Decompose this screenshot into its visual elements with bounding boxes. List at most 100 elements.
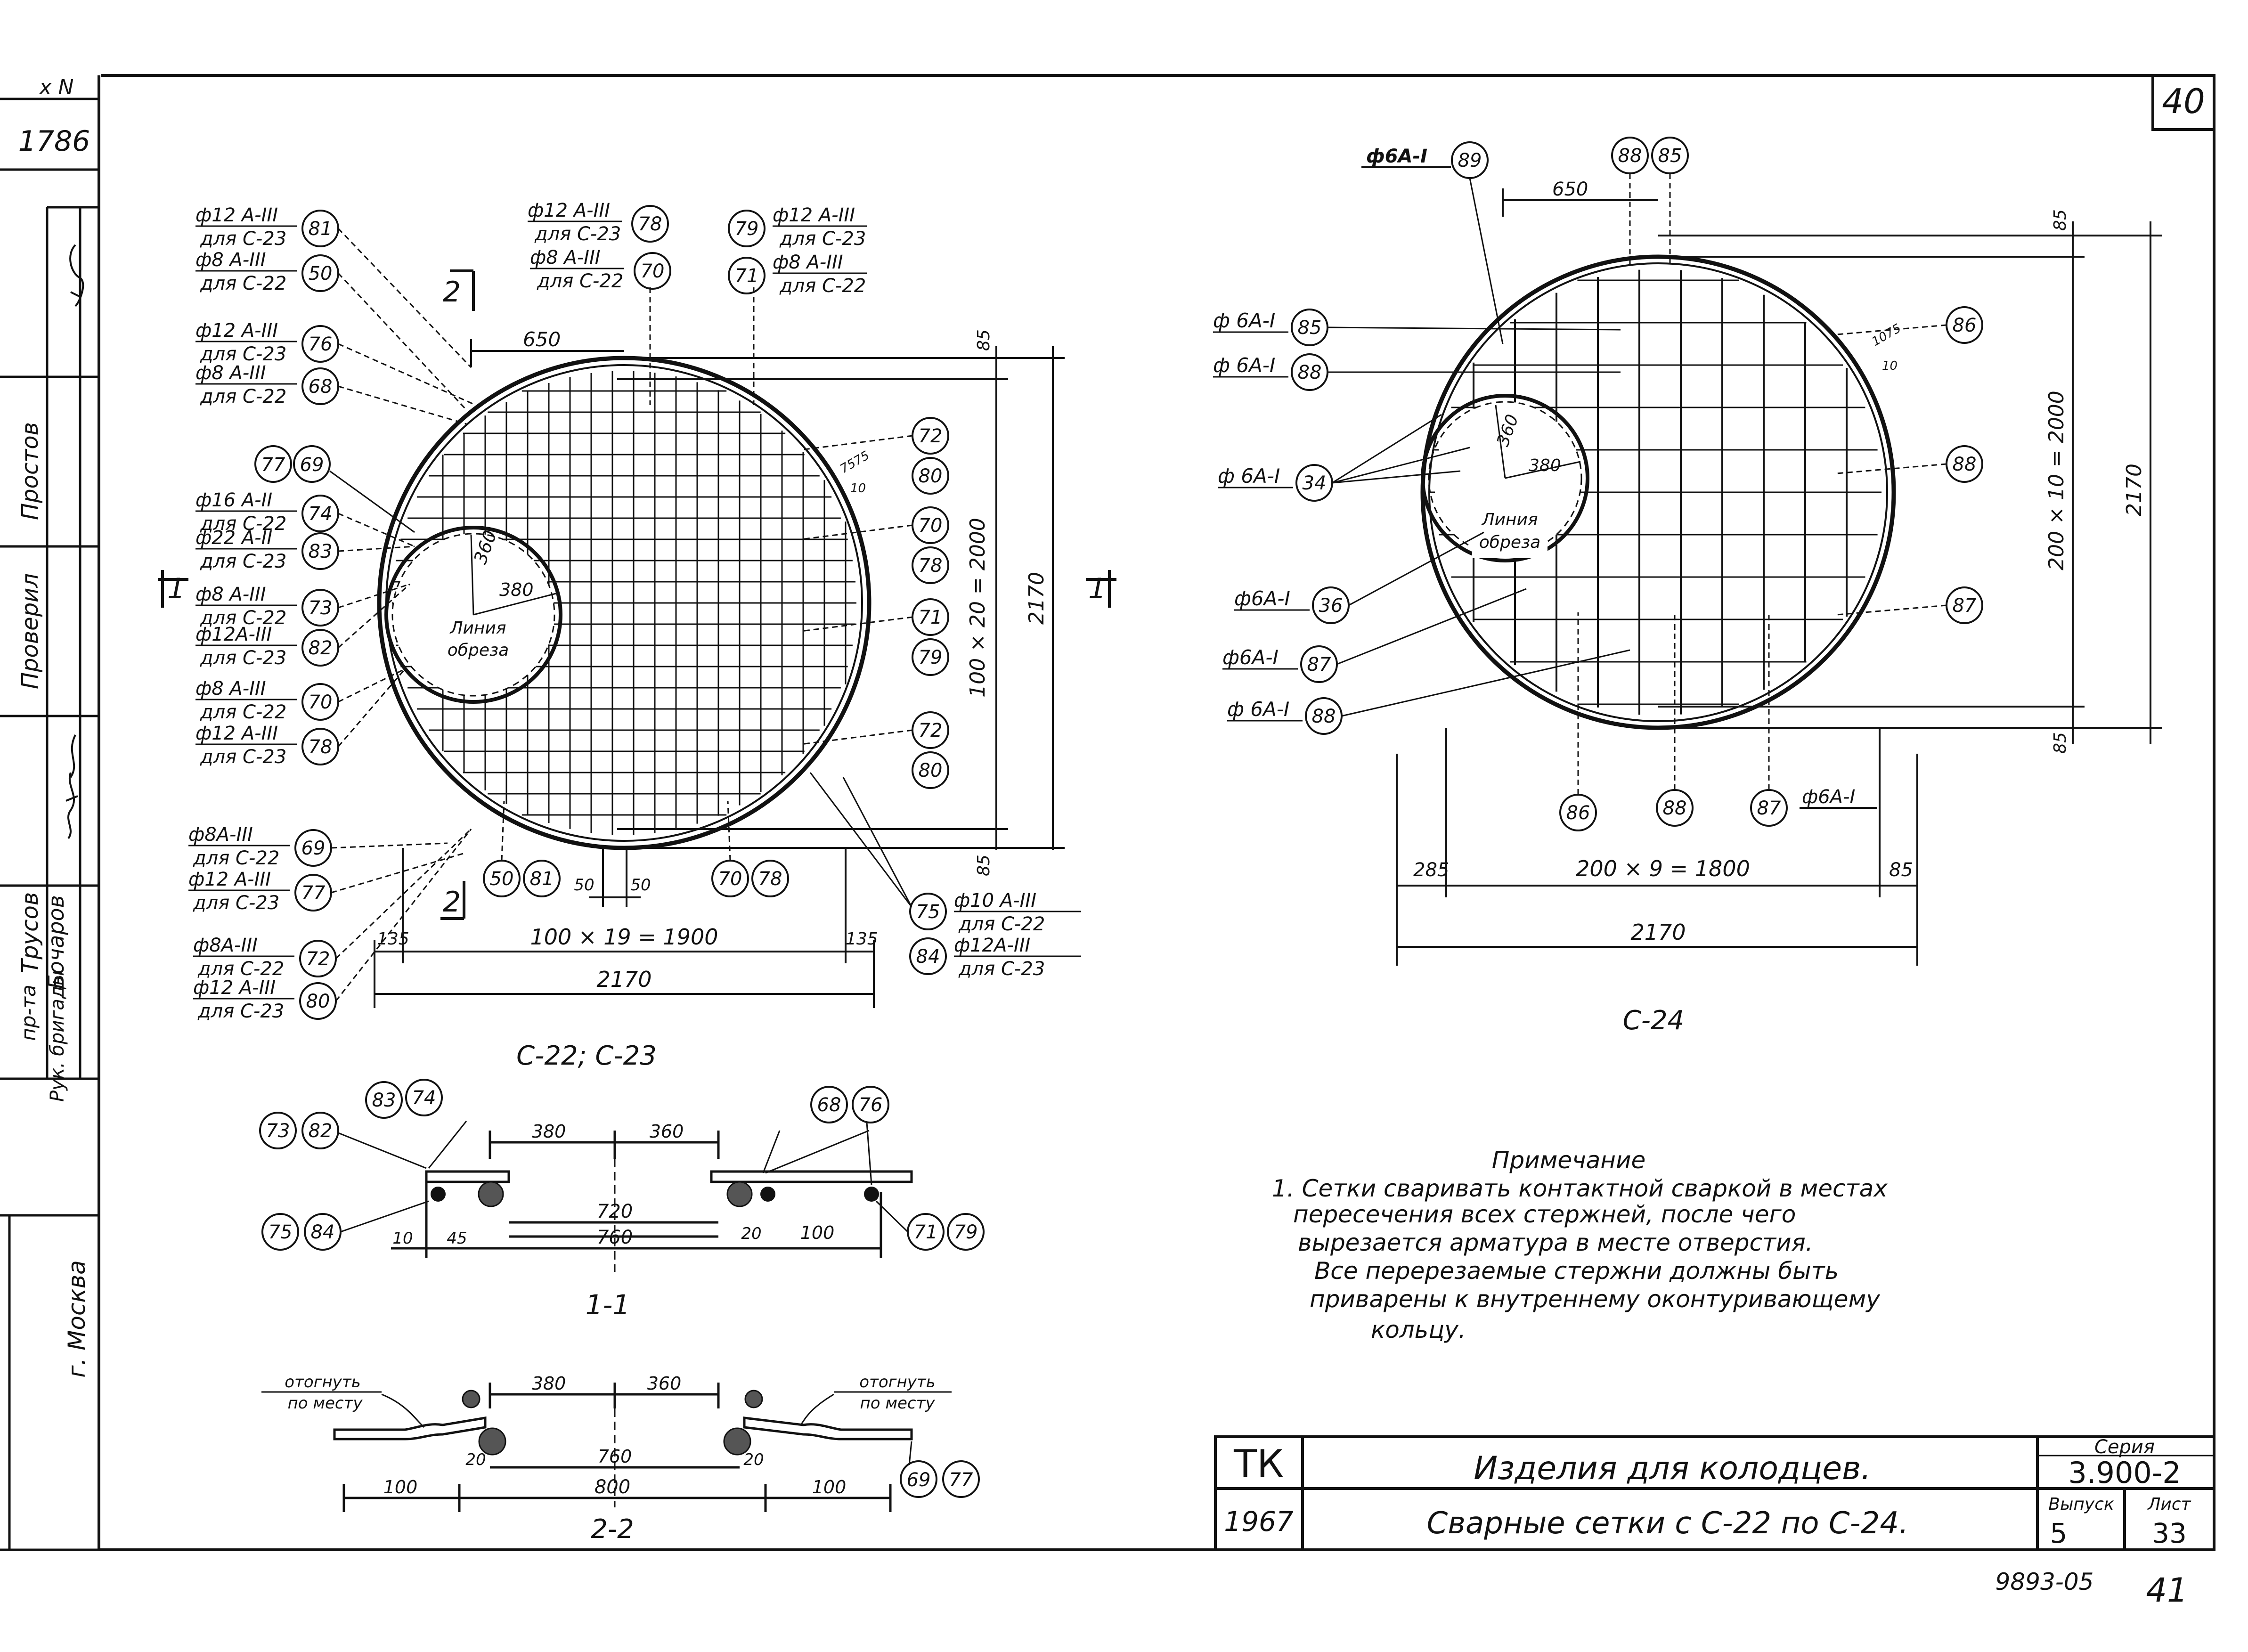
c24-corner-note-2: 10 — [1882, 359, 1898, 373]
c22-left-label-2-use: для С-23 — [200, 343, 286, 365]
archive-number: 1786 — [18, 125, 90, 158]
c22-left-label-7-spec: ф12А-III — [195, 624, 272, 645]
s11-num-lt-0-circle — [365, 1081, 403, 1119]
c22-left-label-10-spec: ф8А-III — [188, 824, 253, 846]
c22-left-label-6-spec: ф8 А-III — [195, 584, 266, 605]
s22-dim-800: 800 — [595, 1476, 630, 1498]
c22-top-label-1-num-circle — [634, 252, 671, 290]
signatures — [65, 244, 84, 839]
c24-corner-note-1: 1075 — [1870, 321, 1904, 349]
c22-left-label-3-use: для С-22 — [200, 386, 286, 407]
tb-title: Изделия для колодцев. — [1474, 1450, 1871, 1487]
tb-sheet-label: Лист — [2147, 1495, 2191, 1514]
s11-num-lt-1: 74 — [412, 1087, 436, 1109]
s11-num-rb-0: 71 — [914, 1221, 938, 1243]
c22-right-num-2: 70 — [919, 515, 943, 537]
c24-dim-bottom-total: 2170 — [1630, 920, 1686, 945]
s11-dim-100: 100 — [800, 1222, 835, 1243]
s11-dim-45: 45 — [447, 1229, 467, 1248]
c22-left-label-12-num: 72 — [306, 948, 330, 970]
c22-caption: С-22; С-23 — [516, 1041, 657, 1071]
c22-right-num-7: 80 — [919, 760, 943, 781]
c22-dim-85-bottom: 85 — [974, 854, 994, 876]
c24-top-num-0: 89 — [1458, 150, 1482, 171]
s11-dim-10: 10 — [392, 1229, 413, 1248]
c24-grid — [1430, 269, 1881, 715]
c22-top-label-2-num-circle — [728, 210, 766, 247]
tb-org: ТК — [1233, 1442, 1284, 1486]
stamp-row-3: Трусов — [17, 892, 43, 973]
s22-bend-label-1-left: отогнуть — [285, 1373, 360, 1392]
c24-left-label-0-num: 85 — [1298, 317, 1322, 339]
c24-dim-bottom-85: 85 — [1889, 859, 1913, 881]
stamp-row-6: г. Москва — [63, 1260, 90, 1378]
c22-br-label-0-num: 75 — [916, 901, 940, 923]
c22-dim-85-top: 85 — [974, 329, 994, 351]
c24-dim-bottom-grid: 200 × 9 = 1800 — [1576, 856, 1750, 881]
c22-left-label-4-use: для С-22 — [200, 513, 286, 535]
c22-left-label-13-spec: ф12 А-III — [193, 977, 276, 999]
c24-left-label-4-num: 87 — [1307, 654, 1331, 675]
c22-top-label-2-num: 79 — [735, 218, 759, 240]
c24-left-label-2-num: 34 — [1303, 472, 1327, 494]
c22-top-label-3-num: 71 — [735, 265, 759, 287]
c22-pair-left: 77 69 — [254, 445, 415, 533]
c22-right-num-6: 72 — [919, 720, 943, 741]
c22-left-label-13-num: 80 — [306, 991, 330, 1012]
c24-caption: С-24 — [1623, 1005, 1685, 1036]
s11-dim-760: 760 — [597, 1227, 633, 1248]
c24-left-label-0-spec: ф 6А-I — [1213, 309, 1275, 332]
c22-right-num-7-circle — [912, 751, 949, 789]
c24-right-num-0: 86 — [1953, 315, 1977, 336]
c22-corner-note-2: 10 — [850, 481, 866, 496]
tb-issue-value: 5 — [2050, 1517, 2068, 1549]
c22-left-label-1-use: для С-22 — [200, 273, 286, 294]
c22-bottom-num-3-circle — [751, 860, 789, 897]
note-line-2: вырезается арматура в месте отверстия. — [1298, 1229, 1813, 1256]
c22-left-label-2-num: 76 — [309, 334, 333, 355]
stamp-row-1: Проверил — [17, 573, 43, 689]
c24-bottom-num-0: 86 — [1566, 802, 1590, 824]
c22-left-label-11-use: для С-23 — [193, 892, 279, 914]
c22-left-label-12-spec: ф8А-III — [193, 935, 258, 956]
c22-dim-top-650: 650 — [523, 328, 561, 351]
c22-dim-50a: 50 — [574, 876, 594, 895]
s11-num-rb-1: 79 — [954, 1221, 978, 1243]
bottom-handwritten: 41 — [2146, 1571, 2188, 1610]
c22-left-label-8-use: для С-22 — [200, 701, 286, 723]
tb-sheet-value: 33 — [2152, 1517, 2187, 1549]
c22-left-label-1-spec: ф8 А-III — [195, 249, 266, 271]
c22-grid — [392, 371, 856, 835]
c22-left-label-5-use: для С-23 — [200, 551, 286, 572]
c22-section-mark-1-left: 1 — [167, 572, 185, 605]
s11-dim-20: 20 — [741, 1224, 761, 1243]
c22-dim-vertical-total: 2170 — [1025, 572, 1049, 625]
c24-bottom-label: ф6А-I — [1802, 786, 1855, 808]
c22-top-label-1-spec: ф8 А-III — [530, 247, 601, 269]
c22-hole-label-1: Линия — [449, 618, 506, 638]
c22-top-label-0-num-circle — [631, 205, 669, 243]
c22-left-label-9-spec: ф12 А-III — [195, 723, 278, 744]
c22-pair-left-b: 69 — [300, 454, 324, 476]
s11-num-rb-1-circle — [947, 1213, 985, 1251]
c24-dim-bottom-285: 285 — [1413, 859, 1449, 881]
c24-hole-label-1: Линия — [1481, 510, 1538, 529]
c22-left-label-8-spec: ф8 А-III — [195, 678, 266, 700]
c24-left-label-2-spec: ф 6А-I — [1218, 464, 1280, 488]
stamp-row-0: Простов — [17, 422, 43, 520]
c22-right-num-0: 72 — [919, 425, 943, 447]
s22-num-0: 69 — [907, 1469, 931, 1491]
stamp-row-2: пр-та — [17, 985, 40, 1041]
page-number: 40 — [2162, 81, 2205, 121]
c22-bottom-num-1: 81 — [530, 868, 554, 890]
c22-left-label-11-spec: ф12 А-III — [188, 869, 271, 890]
s22-dim-760: 760 — [598, 1446, 632, 1467]
s22-dim-20a: 20 — [465, 1450, 486, 1469]
c24-hole-r2: 380 — [1529, 456, 1561, 475]
c22-left-label-12-use: для С-22 — [197, 958, 284, 980]
c22-left-label-2-spec: ф12 А-III — [195, 320, 278, 342]
c22-dim-bottom-grid: 100 × 19 = 1900 — [530, 924, 718, 950]
